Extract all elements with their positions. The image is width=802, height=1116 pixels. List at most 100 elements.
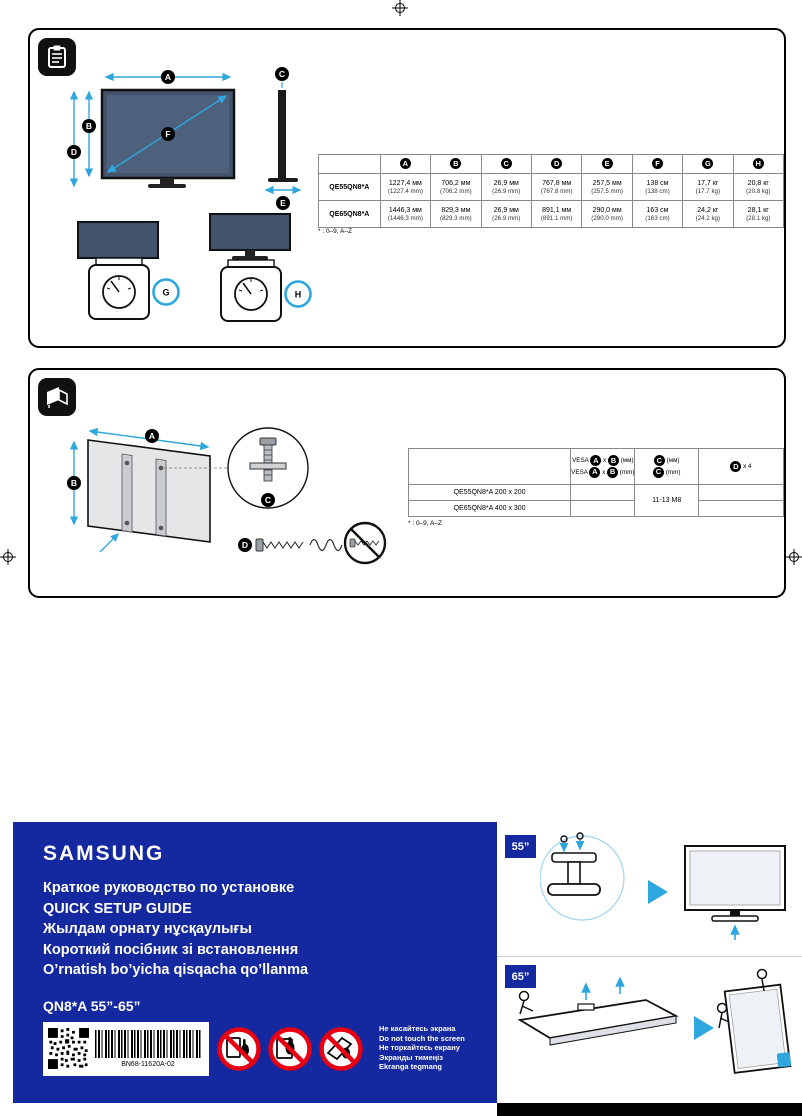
dim-value-secondary: (17.7 kg): [695, 187, 721, 195]
screw-qty-cell: [697, 484, 785, 501]
h-circle: H: [752, 158, 764, 170]
registration-mark: [392, 0, 408, 16]
dim-cell: 26,9 мм(26.9 mm): [480, 173, 532, 201]
tv-side-view: [268, 90, 298, 182]
vesa-model: QE65QN8*A 400 x 300: [407, 500, 572, 517]
a-circle: A: [399, 158, 411, 170]
model-header-cell: [318, 154, 381, 174]
d-circle: D: [551, 158, 563, 170]
vesa-size-cell: [570, 500, 636, 517]
dim-value-primary: 1446,3 мм: [388, 206, 422, 214]
dim-value-secondary: (26.9 mm): [492, 187, 521, 195]
dim-value-secondary: (20.8 kg): [746, 187, 771, 195]
tv-dimensions-diagram: A B D F C E: [67, 67, 312, 322]
dim-value-primary: 28,1 кг: [747, 206, 769, 214]
label-b-circle: B: [67, 476, 81, 490]
table-row: QE65QN8*A 1446,3 мм(1446.3 mm) 829,3 мм (…: [318, 200, 785, 228]
svg-text:C: C: [279, 69, 285, 79]
no-touch-screen-icon: [217, 1027, 261, 1071]
screw-detail-circle: [227, 427, 309, 509]
dim-value-secondary: (163 cm): [645, 214, 670, 222]
dim-value-secondary: (28.1 kg): [746, 214, 771, 222]
guide-titles: Краткое руководство по установке QUICK S…: [43, 878, 308, 981]
dim-value-secondary: (138 cm): [645, 187, 670, 195]
tv-laid-flat: [517, 976, 679, 1046]
dim-value-primary: 829,3 мм: [441, 206, 471, 214]
screw-size-header: C (мм) C (mm): [634, 448, 699, 485]
dim-cell: 1227,4 мм(1227.4 mm): [379, 173, 432, 201]
col-h-header: H: [732, 154, 785, 174]
section-divider: [497, 956, 802, 957]
svg-text:A: A: [149, 431, 155, 441]
dim-cell: 163 см(163 cm): [631, 200, 684, 228]
assembly-55-illustration: [540, 832, 786, 940]
tv-carried: [723, 983, 792, 1074]
dim-value-secondary: (290.0 mm): [591, 214, 623, 222]
b-circle: B: [607, 455, 619, 467]
col-g-header: G: [682, 154, 734, 174]
d-circle: D: [730, 460, 742, 472]
wall-mount-diagram: A B C D: [67, 427, 387, 565]
footnote: * : 0–9, A–Z: [318, 228, 352, 235]
vesa-size-header: VESA A x B (мм) VESA A x B (mm): [570, 448, 636, 485]
samsung-logo: SAMSUNG: [43, 842, 165, 865]
dim-value-primary: 26,9 мм: [493, 206, 519, 214]
col-b-header: B: [430, 154, 482, 174]
label-a-circle: A: [145, 429, 159, 443]
label-d-circle: D: [67, 145, 81, 159]
assembly-65-illustration: [517, 968, 792, 1074]
wall-mount-icon: [47, 387, 68, 408]
dim-cell: 26,9 мм(26.9 mm): [480, 200, 532, 228]
svg-text:A: A: [165, 72, 171, 82]
dim-cell: 290,0 мм(290.0 mm): [581, 200, 633, 228]
label-e-circle: E: [276, 196, 290, 210]
dim-value-primary: 20,8 кг: [747, 179, 769, 187]
b-circle: B: [607, 466, 619, 478]
title-kk: Жылдам орнату нұсқаулығы: [43, 921, 252, 937]
dim-value-primary: 163 см: [646, 206, 669, 214]
no-lean-on-panel-icon: [319, 1027, 363, 1071]
prohibition-icons: [216, 1026, 364, 1072]
svg-text:E: E: [280, 198, 286, 208]
person-carrying-right: [756, 968, 768, 992]
person-kneeling: [518, 990, 534, 1015]
dim-value-primary: 706,2 мм: [441, 179, 471, 187]
wrong-screw-prohibition-icon: [343, 521, 387, 565]
no-press-screen-icon: [268, 1027, 312, 1071]
registration-mark: [786, 549, 802, 565]
model-name: QE65QN8*A: [318, 200, 381, 228]
svg-text:D: D: [71, 147, 77, 157]
dimensions-table: A B C D E F G H QE55QN8*A 1227,4 мм(1227…: [318, 154, 785, 228]
label-b-circle: B: [82, 119, 96, 133]
warning-uk: Не торкайтесь екрану: [379, 1043, 460, 1053]
branding-panel: SAMSUNG Краткое руководство по установке…: [13, 822, 497, 1103]
title-uk: Короткий посібник зі встановлення: [43, 941, 299, 958]
title-en: QUICK SETUP GUIDE: [43, 900, 192, 917]
wall-mount-section-badge: [38, 378, 76, 416]
barcode: [95, 1030, 201, 1058]
dim-value-secondary: (1446.3 mm): [387, 214, 423, 222]
dim-value-secondary: (1227.4 mm): [387, 187, 423, 195]
weight-scale-with-stand: [209, 213, 291, 322]
dim-cell: 767,8 мм(767.8 mm): [530, 173, 583, 201]
label-h-circle: H: [284, 280, 312, 308]
dim-value-primary: 26,9 мм: [493, 179, 519, 187]
dim-cell: 138 см(138 cm): [631, 173, 684, 201]
next-step-arrow: [694, 1016, 714, 1040]
dim-value-primary: 767,8 мм: [542, 179, 572, 187]
col-a-header: A: [379, 154, 432, 174]
warning-uz: Ekranga tegmang: [379, 1062, 442, 1072]
svg-text:B: B: [86, 121, 92, 131]
col-d-header: D: [530, 154, 583, 174]
c-circle: C: [653, 455, 665, 467]
dim-value-primary: 257,5 мм: [592, 179, 622, 187]
label-c-circle: C: [261, 493, 275, 507]
registration-mark: [0, 549, 16, 565]
vesa-model: QE55QN8*A 200 x 200: [407, 484, 572, 501]
dim-cell: 17,7 кг(17.7 kg): [682, 173, 734, 201]
dim-value-primary: 891,1 мм: [542, 206, 572, 214]
a-circle: A: [590, 455, 602, 467]
dim-value-primary: 138 см: [646, 179, 669, 187]
dim-value-secondary: (257.5 mm): [591, 187, 623, 195]
